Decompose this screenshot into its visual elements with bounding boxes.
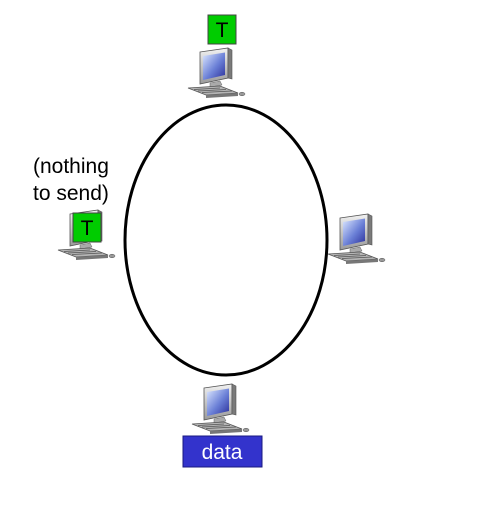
computer-icon [327,213,386,265]
token-top: T [207,14,237,45]
host-top [187,47,246,99]
token-label: T [81,217,94,240]
data-label: data [202,441,243,464]
computer-icon [191,383,250,435]
nothing-to-send-note-line1: (nothing [33,155,109,178]
data-box [182,435,263,468]
token-box [207,14,237,45]
data-frame: data [182,435,263,468]
token-left: T [72,212,102,243]
ring-network [123,103,329,377]
computer-icon [187,47,246,99]
token-box [72,212,102,243]
host-bottom [191,383,250,435]
token-label: T [216,19,229,42]
host-right [327,213,386,265]
nothing-to-send-note-line2: to send) [33,182,109,205]
